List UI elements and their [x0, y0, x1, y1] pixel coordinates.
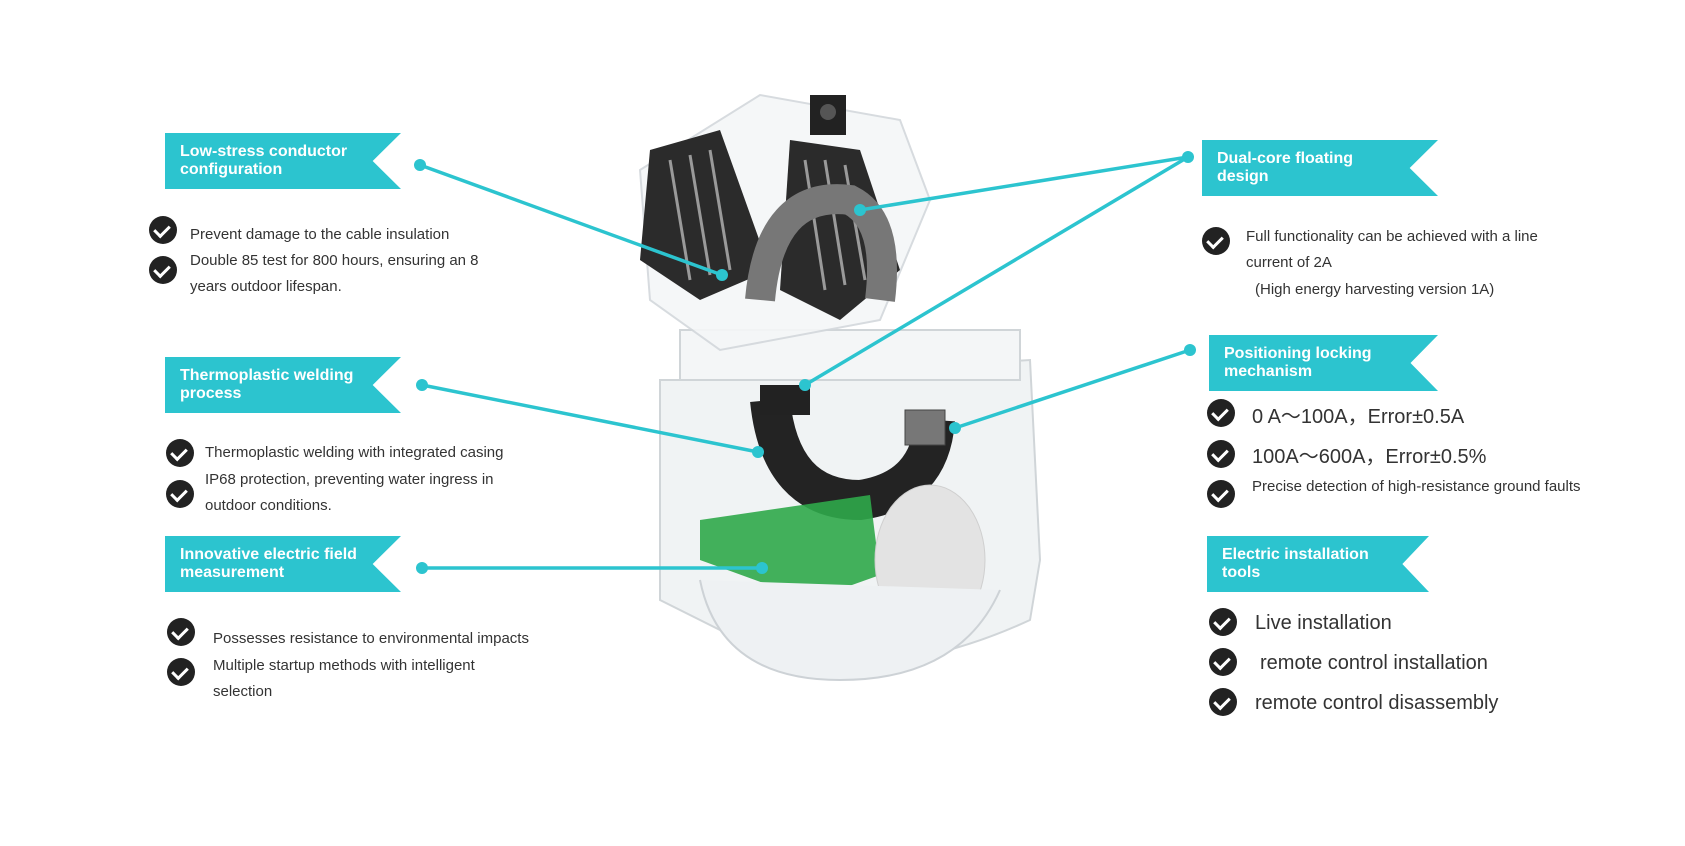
- banner-title: Electric installation tools: [1222, 546, 1369, 581]
- feature-text: remote control installation: [1260, 652, 1488, 674]
- check-icon: [1209, 608, 1237, 636]
- banner-installation-tools: Electric installation tools: [1207, 536, 1429, 592]
- banner-title: Dual-core floating design: [1217, 150, 1354, 185]
- check-icon: [1207, 480, 1235, 508]
- feature-text: Prevent damage to the cable insulation: [190, 226, 450, 243]
- feature-text: Double 85 test for 800 hours, ensuring a…: [190, 252, 479, 295]
- feature-text: Live installation: [1255, 612, 1392, 634]
- banner-title: Innovative electric field measurement: [180, 546, 357, 581]
- check-icon: [149, 256, 177, 284]
- banner-positioning-locking: Positioning locking mechanism: [1209, 335, 1438, 391]
- banner-electric-field-measurement: Innovative electric field measurement: [165, 536, 401, 592]
- feature-text: remote control disassembly: [1255, 692, 1499, 714]
- check-icon: [1209, 688, 1237, 716]
- banner-title: Thermoplastic welding process: [180, 367, 354, 402]
- feature-text: Full functionality can be achieved with …: [1246, 228, 1538, 271]
- check-icon: [1207, 399, 1235, 427]
- banner-title: Low-stress conductor configuration: [180, 143, 348, 178]
- check-icon: [166, 480, 194, 508]
- banner-dual-core-floating: Dual-core floating design: [1202, 140, 1438, 196]
- feature-text: Thermoplastic welding with integrated ca…: [205, 444, 504, 461]
- feature-text: Possesses resistance to environmental im…: [213, 630, 529, 647]
- feature-text: 100A～600A，Error±0.5%: [1252, 446, 1487, 468]
- feature-text: Multiple startup methods with intelligen…: [213, 657, 475, 700]
- check-icon: [1202, 227, 1230, 255]
- feature-text: Precise detection of high-resistance gro…: [1252, 478, 1581, 495]
- check-icon: [149, 216, 177, 244]
- banner-thermoplastic-welding: Thermoplastic welding process: [165, 357, 401, 413]
- feature-text-note: (High energy harvesting version 1A): [1255, 281, 1495, 298]
- device-illustration: [638, 93, 1042, 682]
- check-icon: [1209, 648, 1237, 676]
- banner-low-stress-conductor: Low-stress conductor configuration: [165, 133, 401, 189]
- banner-title: Positioning locking mechanism: [1224, 345, 1372, 380]
- check-icon: [167, 618, 195, 646]
- check-icon: [166, 439, 194, 467]
- feature-text: IP68 protection, preventing water ingres…: [205, 471, 494, 514]
- feature-text: 0 A～100A，Error±0.5A: [1252, 406, 1465, 428]
- check-icon: [1207, 440, 1235, 468]
- check-icon: [167, 658, 195, 686]
